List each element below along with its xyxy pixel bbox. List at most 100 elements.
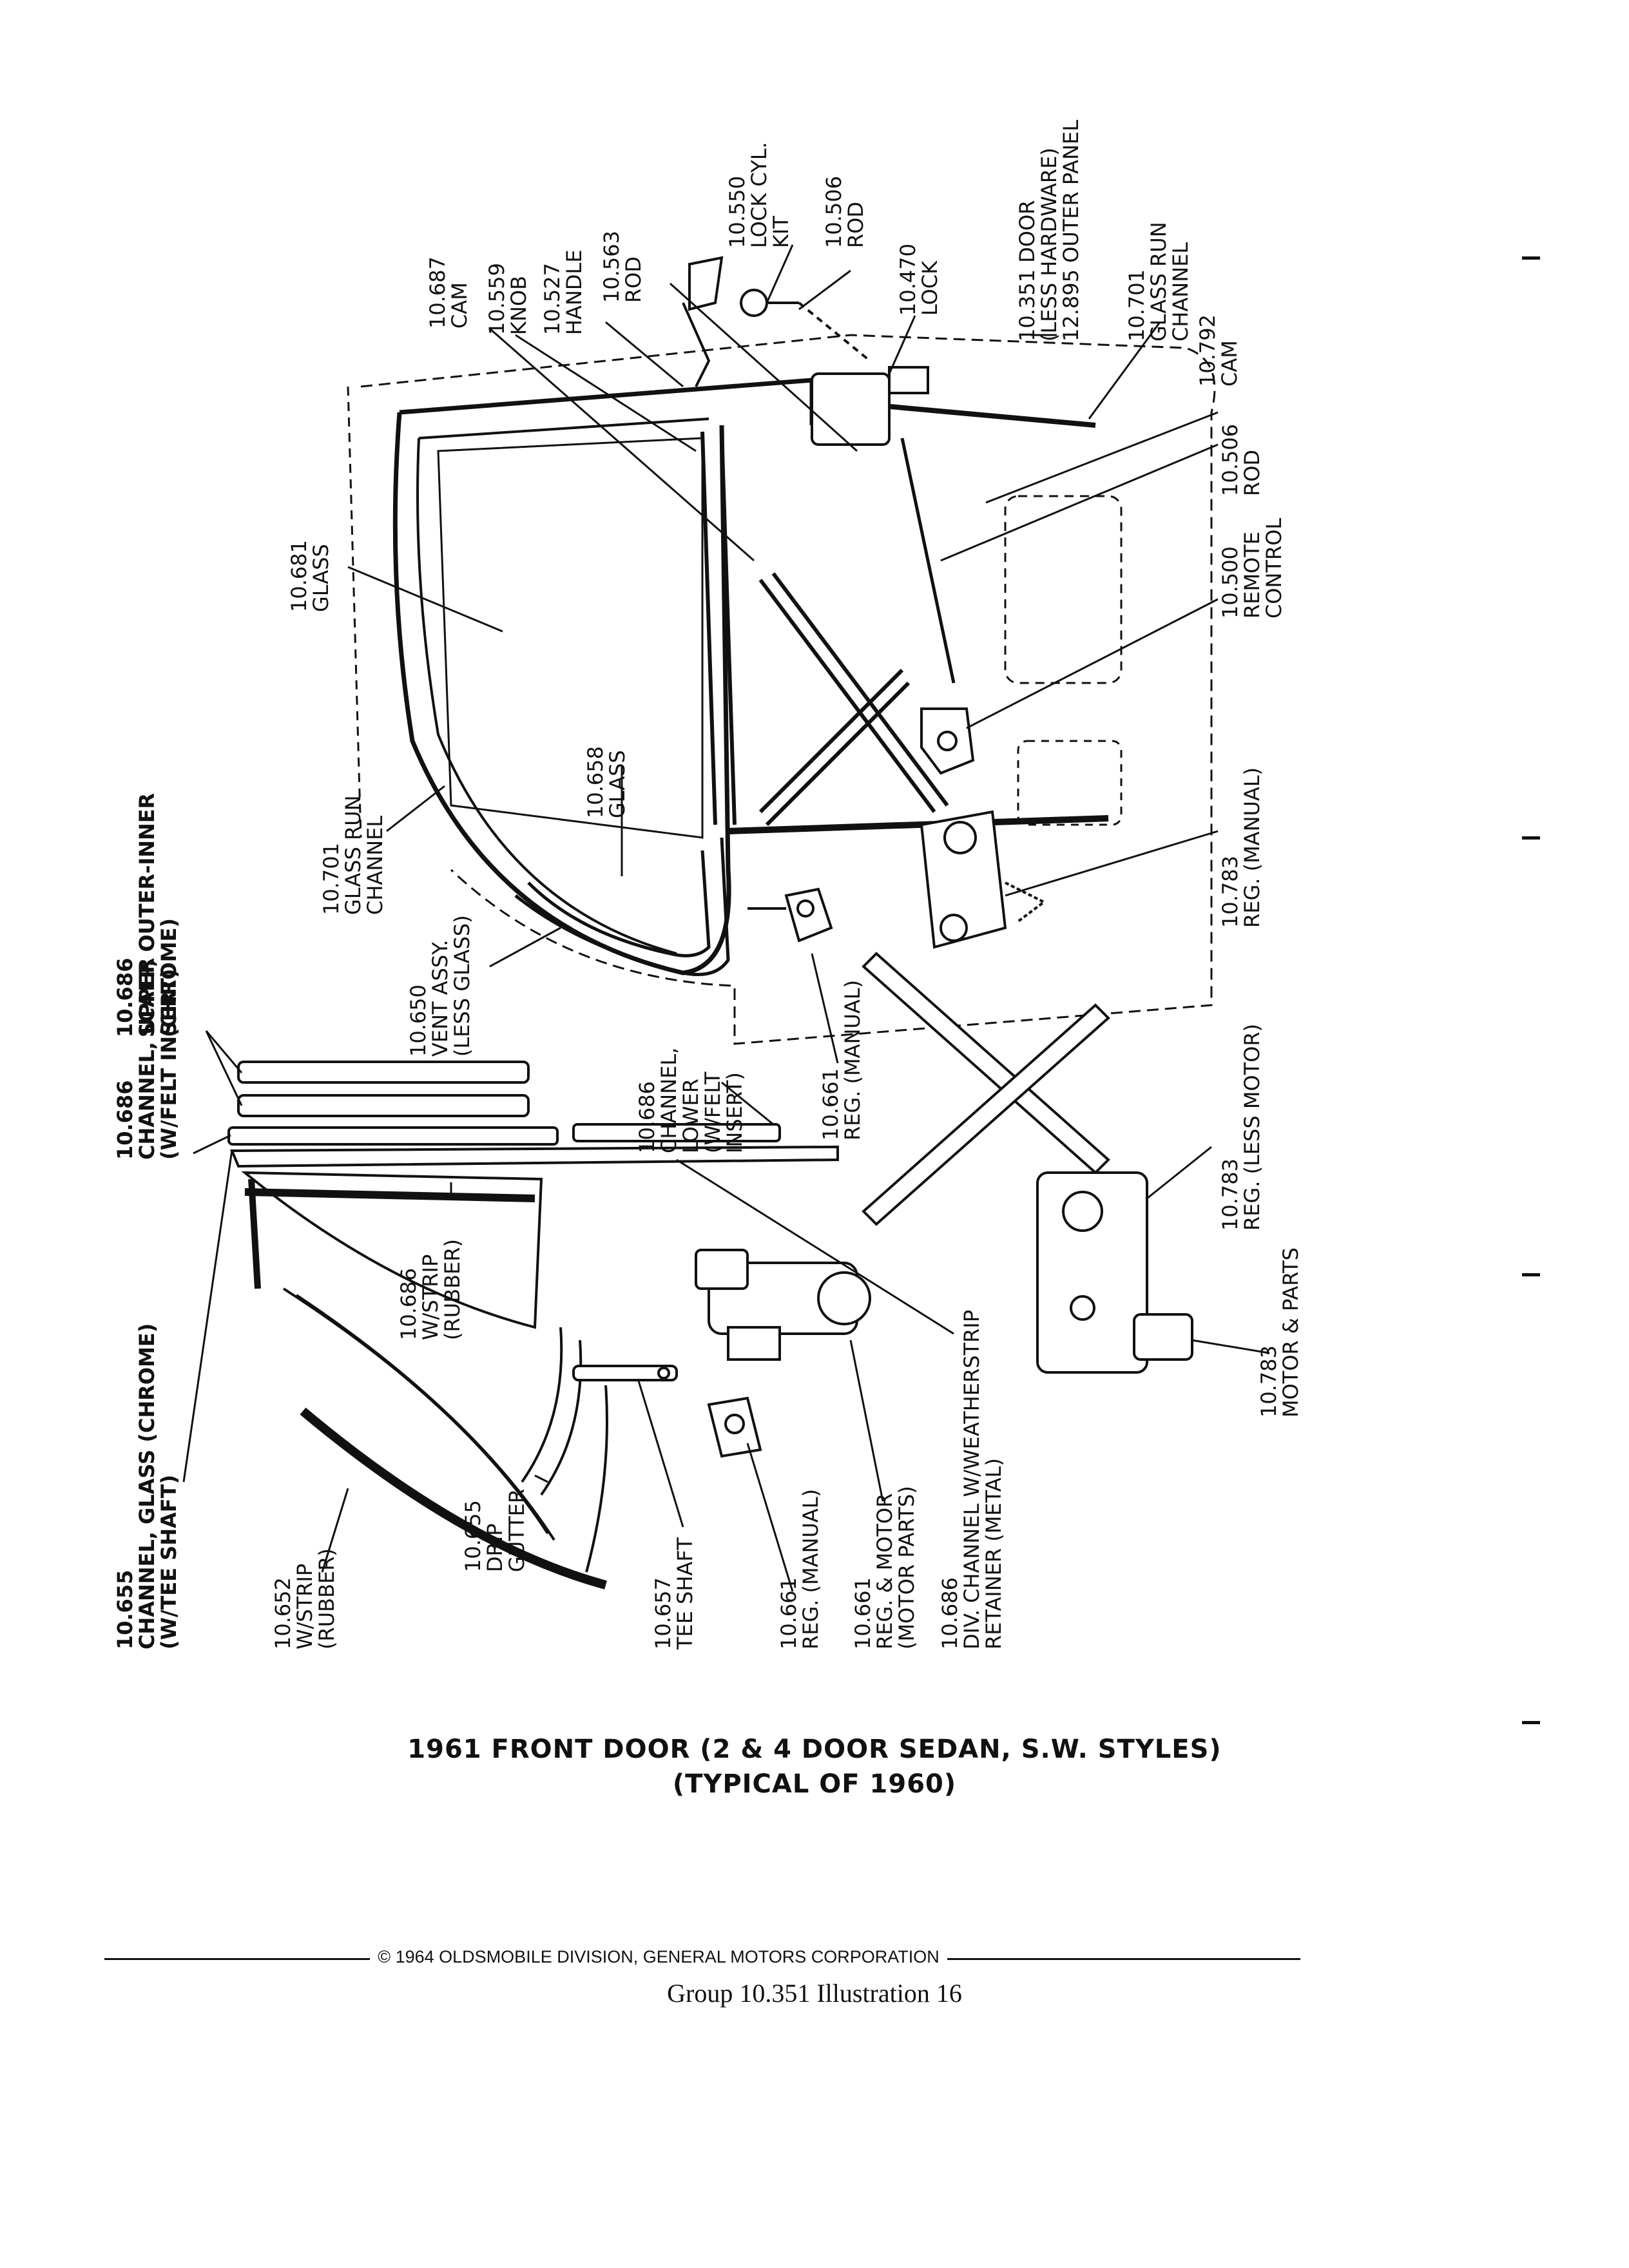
drip-gutter-part xyxy=(282,1287,608,1573)
footer-rule-left xyxy=(104,1958,370,1960)
callout-text-line: LOWER xyxy=(679,1079,703,1153)
callout-text-line: LOCK xyxy=(918,260,942,316)
callout-text-line: HANDLE xyxy=(562,249,586,335)
callout-text-line: VENT ASSY. xyxy=(428,939,452,1057)
callout-door: 10.351 DOOR(LESS HARDWARE)12.895 OUTER P… xyxy=(1015,120,1083,341)
callout-text-line: 10.686 xyxy=(938,1577,962,1649)
callout-text-line: 10.686 xyxy=(113,1081,137,1160)
callout-text-line: 10.658 xyxy=(583,746,608,818)
callout-text-line: 10.655 xyxy=(113,1570,137,1649)
callout-text-line: 10.661 xyxy=(818,1068,843,1140)
callout-text-line: ROD xyxy=(621,256,646,303)
door-shell-outline xyxy=(347,334,1216,1045)
callout-text-line: REG. (MANUAL) xyxy=(1240,767,1264,928)
callout-text-line: (W/FELT xyxy=(700,1072,725,1153)
callout-text-line: 10.559 xyxy=(485,263,509,335)
callout-text-line: TEE SHAFT xyxy=(673,1537,697,1650)
callout-text-line: REG. (MANUAL) xyxy=(798,1489,823,1649)
callout-text-line: CHANNEL, UPPER xyxy=(135,957,159,1160)
regulator-manual-mounted xyxy=(920,810,1046,949)
callout-text-line: (W/FELT INSERT) xyxy=(157,968,181,1160)
callout-text-line: 10.792 xyxy=(1195,314,1220,387)
margin-mark xyxy=(1522,256,1540,260)
regulator-661-lower-part xyxy=(707,1396,762,1458)
callout-text-line: 10.661 xyxy=(776,1577,801,1649)
callout-text-line: ROD xyxy=(1240,450,1264,496)
callout-text-line: 10.686 xyxy=(396,1268,421,1340)
callout-text-line: REG. & MOTOR xyxy=(872,1494,897,1649)
callout-text-line: REG. (MANUAL) xyxy=(840,980,865,1140)
upper-and-lower-channel xyxy=(227,1123,839,1168)
callout-text-line: 10.506 xyxy=(1218,424,1242,496)
callout-text-line: 10.563 xyxy=(599,231,624,303)
callout-text-line: 10.500 xyxy=(1218,546,1242,619)
callout-text-line: GLASS RUN xyxy=(341,795,365,915)
callout-text-line: (CHROME) xyxy=(157,918,181,1037)
vent-glass-658 xyxy=(241,1171,543,1329)
callout-text-line: ROD xyxy=(843,202,868,248)
callout-text-line: CONTROL xyxy=(1262,518,1286,619)
callout-text-line: (LESS HARDWARE) xyxy=(1037,148,1061,341)
callout-text-line: 10.686 xyxy=(635,1081,659,1153)
callout-text-line: REMOTE xyxy=(1240,532,1264,619)
callout-text-line: 10.783 xyxy=(1218,856,1242,928)
callout-text-line: GUTTER xyxy=(505,1489,529,1572)
callout-text-line: 10.351 DOOR xyxy=(1015,200,1039,341)
callout-text-line: (MOTOR PARTS) xyxy=(894,1486,919,1649)
callout-text-line: 10.470 xyxy=(896,244,920,316)
callout-text-line: W/STRIP xyxy=(293,1564,317,1649)
callout-text-line: 10.550 xyxy=(725,176,749,248)
callout-text-line: 10.783 xyxy=(1257,1345,1281,1418)
regulator-783-less-motor-part xyxy=(862,952,1193,1374)
callout-text-line: 10.681 xyxy=(287,540,311,612)
callout-text-line: SCALP, OUTER-INNER xyxy=(135,793,159,1037)
callout-text-line: KIT xyxy=(769,216,793,248)
callout-text-line: 10.650 xyxy=(406,985,430,1057)
callout-text-line: (W/TEE SHAFT) xyxy=(157,1475,181,1649)
weatherstrip-652 xyxy=(300,1407,607,1590)
callout-text-line: DRIP xyxy=(483,1523,507,1572)
callout-text-line: 10.783 xyxy=(1218,1158,1242,1231)
callout-text-line: 10.701 xyxy=(1124,269,1149,341)
callout-text-line: 10.701 xyxy=(319,843,343,915)
division-post xyxy=(700,431,737,825)
group-illustration-line: Group 10.351 Illustration 16 xyxy=(667,1979,962,2008)
vent-assembly xyxy=(514,837,730,976)
diagram-title: 1961 FRONT DOOR (2 & 4 DOOR SEDAN, S.W. … xyxy=(407,1735,1222,1764)
callout-text-line: DIV. CHANNEL W/WEATHERSTRIP xyxy=(959,1310,984,1649)
window-frame xyxy=(392,378,815,975)
callout-text-line: MOTOR & PARTS xyxy=(1278,1247,1303,1418)
callout-text-line: CHANNEL, xyxy=(657,1048,681,1153)
scalp-strips xyxy=(237,1061,530,1117)
regulator-661-part xyxy=(747,887,833,943)
callout-text-line: CHANNEL xyxy=(363,816,387,915)
callout-text-line: 10.661 xyxy=(851,1577,875,1649)
leader-lines xyxy=(182,244,1270,1592)
glass-681-outline xyxy=(437,437,704,839)
callout-text-line: GLASS xyxy=(309,544,333,612)
callout-text-line: 10.506 xyxy=(822,176,846,248)
